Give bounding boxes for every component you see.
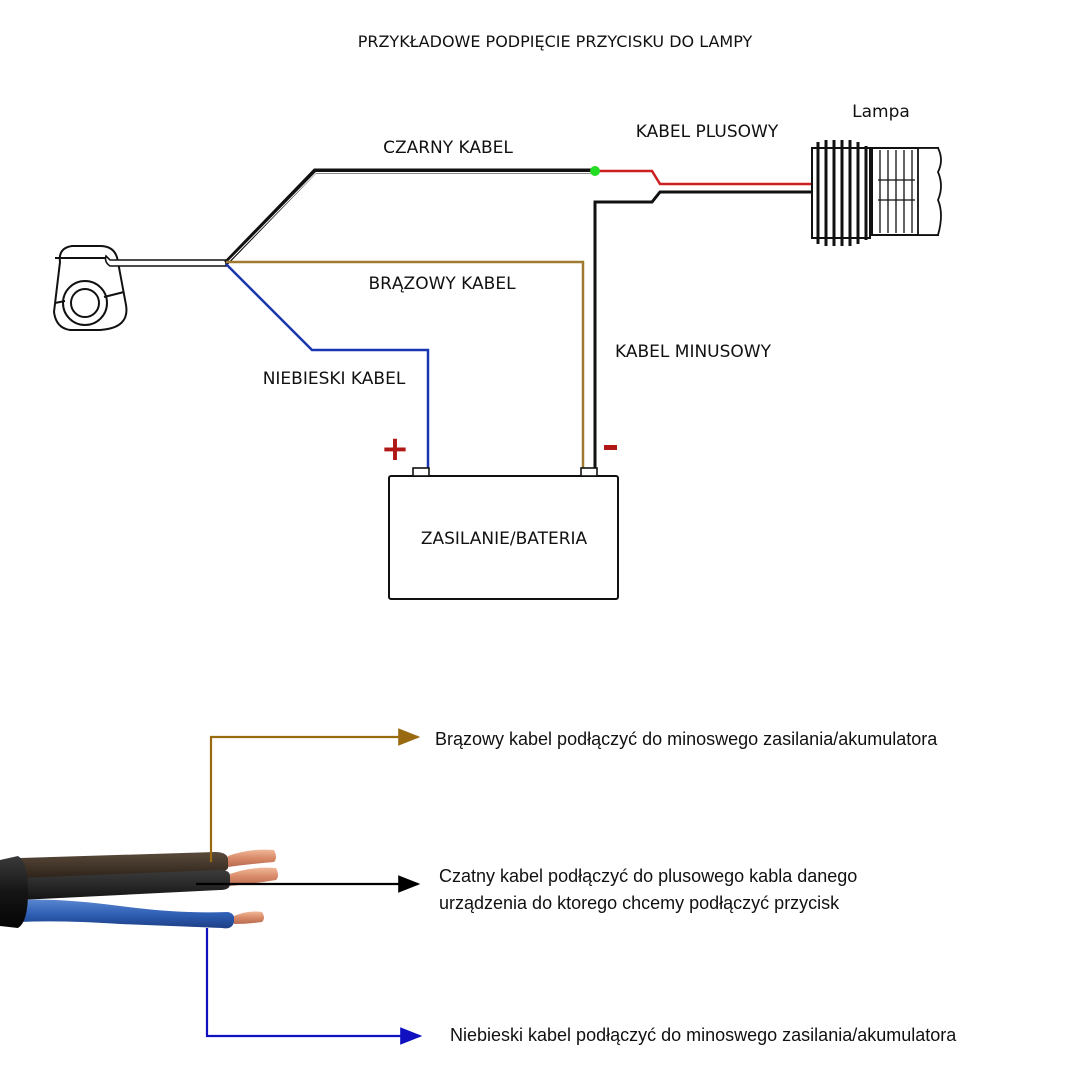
blue-cable-label: NIEBIESKI KABEL bbox=[263, 369, 406, 389]
blue-arrow bbox=[205, 928, 423, 1045]
switch-icon bbox=[52, 245, 227, 331]
negative-cable-label: KABEL MINUSOWY bbox=[615, 342, 772, 362]
positive-terminal bbox=[412, 467, 430, 477]
brown-copper bbox=[228, 849, 276, 867]
positive-cable-label: KABEL PLUSOWY bbox=[636, 122, 779, 142]
black-note-line2: urządzenia do ktorego chcemy podłączyć p… bbox=[439, 893, 840, 913]
black-wire bbox=[224, 168, 595, 265]
blue-note: Niebieski kabel podłączyć do minoswego z… bbox=[450, 1025, 957, 1045]
brown-note: Brązowy kabel podłączyć do minoswego zas… bbox=[435, 729, 938, 749]
black-note-line1: Czatny kabel podłączyć do plusowego kabl… bbox=[439, 866, 857, 886]
diagram-title: PRZYKŁADOWE PODPIĘCIE PRZYCISKU DO LAMPY bbox=[358, 32, 753, 51]
brown-cable-label: BRĄZOWY KABEL bbox=[368, 274, 516, 294]
blue-wire bbox=[225, 263, 430, 470]
cable-photo bbox=[0, 849, 278, 929]
brown-arrow bbox=[209, 728, 421, 862]
positive-wire bbox=[595, 169, 812, 187]
black-copper bbox=[230, 867, 278, 886]
black-cable-label: CZARNY KABEL bbox=[383, 138, 513, 158]
lamp-label: Lampa bbox=[852, 102, 910, 122]
lamp-icon bbox=[811, 140, 942, 246]
blue-copper bbox=[234, 911, 264, 924]
junction-dot bbox=[590, 166, 600, 176]
negative-wire bbox=[593, 190, 812, 470]
brown-wire bbox=[226, 260, 585, 470]
battery-label: ZASILANIE/BATERIA bbox=[421, 529, 588, 549]
negative-terminal bbox=[580, 467, 598, 477]
minus-sign bbox=[604, 445, 617, 450]
plus-sign: + bbox=[381, 429, 410, 469]
battery-box bbox=[388, 467, 619, 600]
